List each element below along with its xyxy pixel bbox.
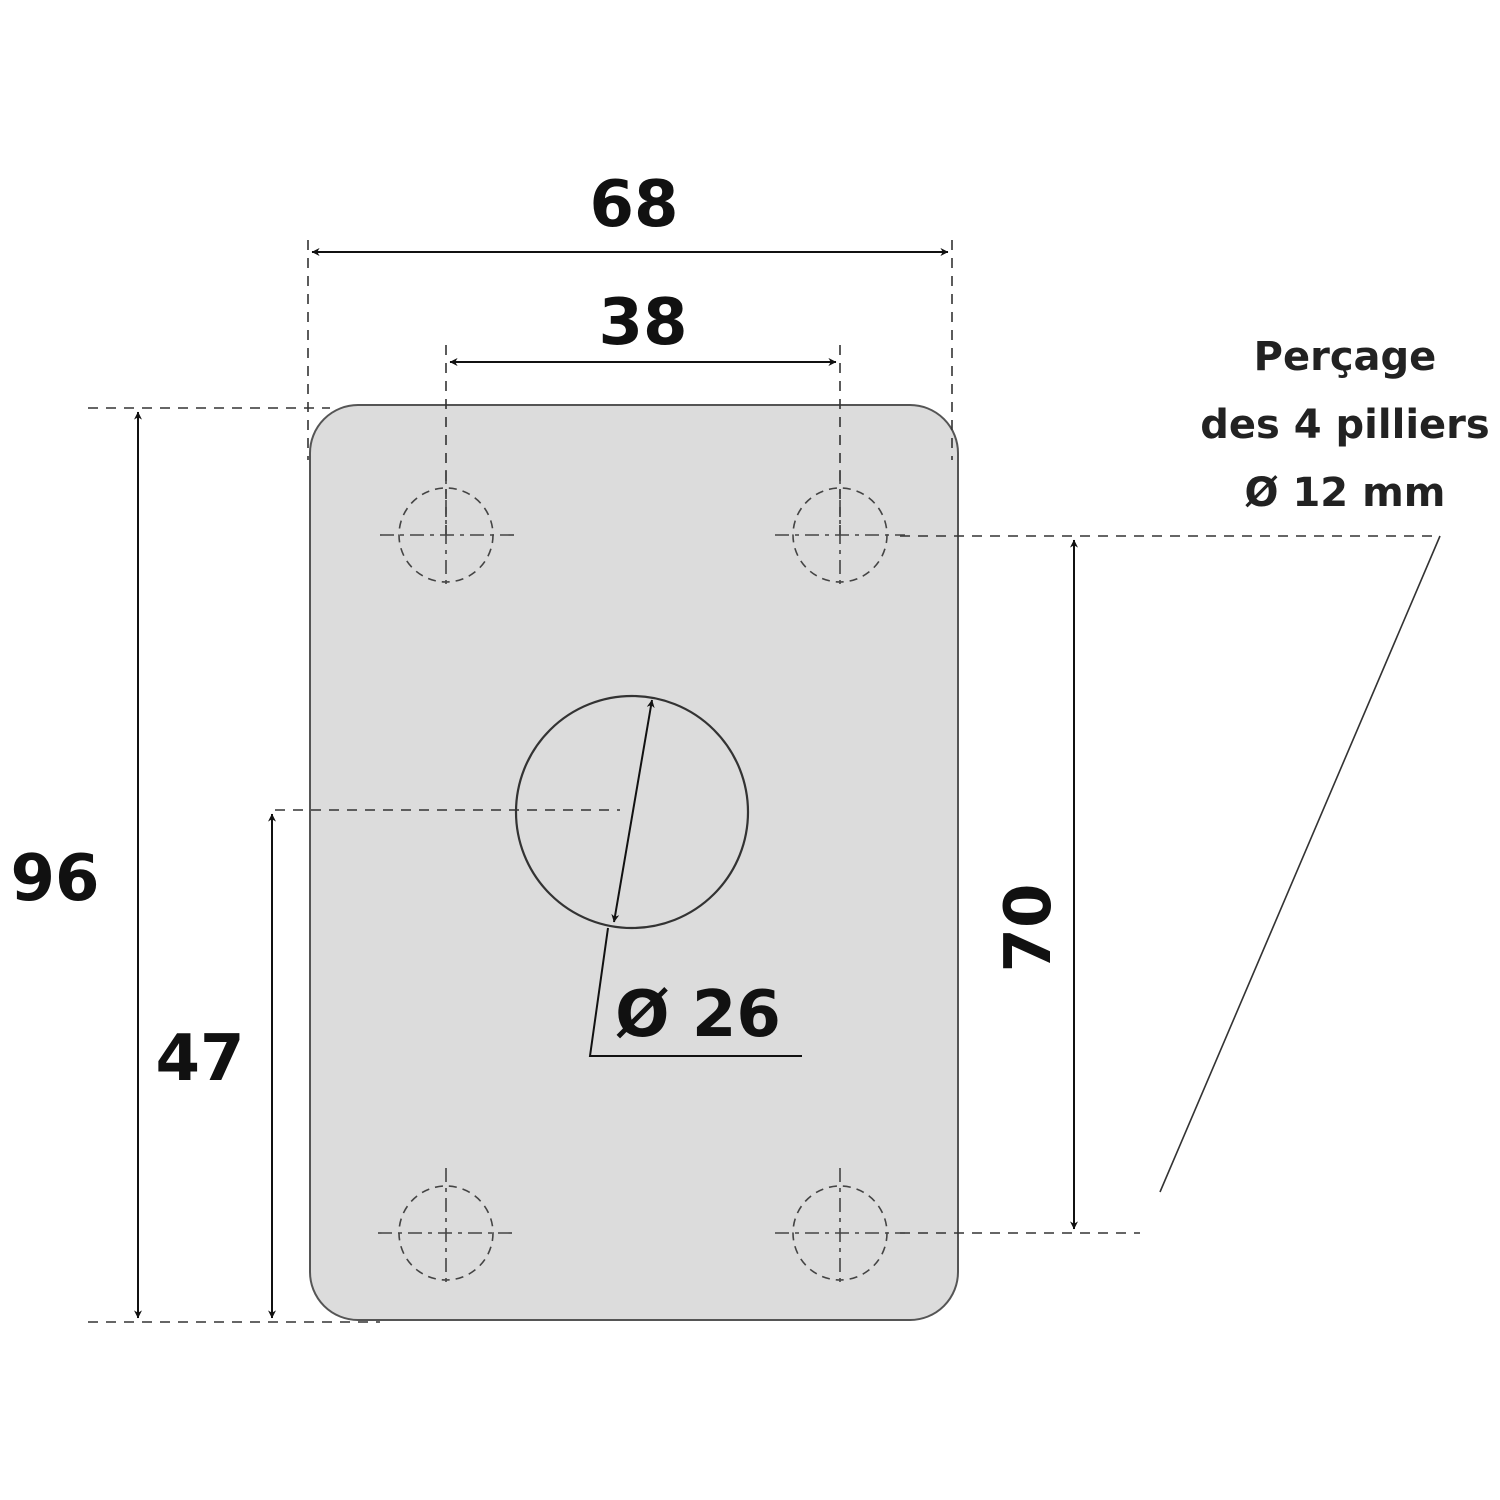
note-line-1: Perçage (1254, 334, 1437, 380)
pillar-holes (378, 470, 905, 1285)
dim-label-47: 47 (155, 1022, 244, 1096)
center-hole (514, 694, 750, 930)
dim-label-38: 38 (598, 286, 687, 360)
mounting-plate (309, 404, 959, 1321)
note-line-2: des 4 pilliers (1200, 402, 1489, 448)
dim-leader-26 (588, 927, 802, 1057)
note-line-3: Ø 12 mm (1245, 470, 1446, 516)
note-leader (1159, 535, 1441, 1193)
dim-label-26: Ø 26 (615, 978, 781, 1052)
pillar-hole-top-right (775, 470, 905, 585)
dim-line-26 (611, 699, 655, 923)
dim-label-70: 70 (992, 883, 1066, 972)
pillar-hole-top-left (380, 470, 520, 585)
dim-label-96: 96 (10, 842, 99, 916)
dim-label-68: 68 (589, 168, 678, 242)
pillar-hole-bottom-right (775, 1168, 905, 1285)
dimension-lines (134, 248, 1078, 1319)
pillar-hole-bottom-left (378, 1168, 518, 1285)
